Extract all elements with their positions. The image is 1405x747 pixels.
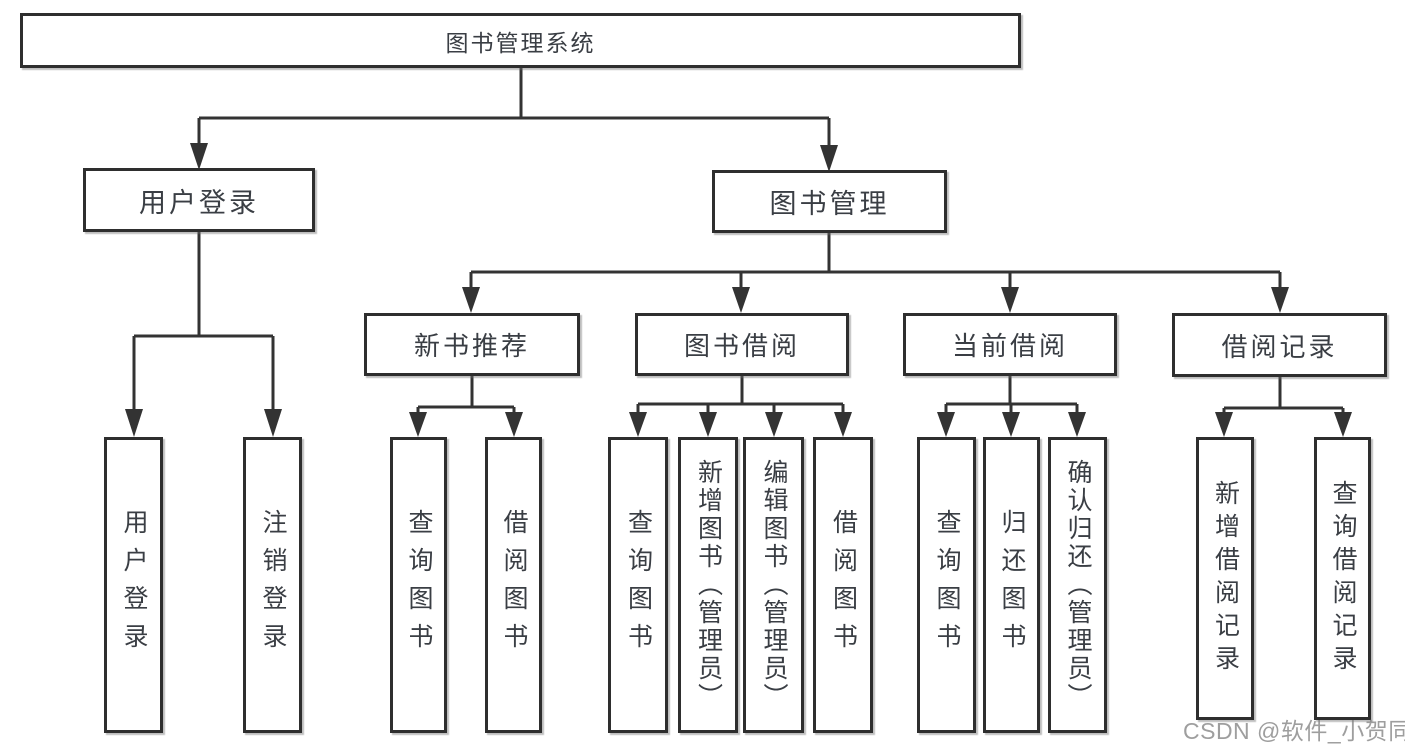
node-label: 借阅图书 <box>829 509 858 661</box>
node-label: 新增图书（管理员） <box>694 459 723 711</box>
arrowheads-level3 <box>462 287 1289 313</box>
node-leaf-user-login: 用户登录 <box>104 437 163 733</box>
node-label: 当前借阅 <box>951 331 1068 361</box>
node-user-login: 用户登录 <box>83 168 315 232</box>
connector-user-login-children <box>132 232 275 412</box>
node-label: 查询借阅记录 <box>1329 479 1357 678</box>
arrowheads-user-login-children <box>125 409 282 437</box>
node-label: 归还图书 <box>998 509 1026 661</box>
node-label: 图书管理系统 <box>445 29 596 56</box>
node-label: 编辑图书（管理员） <box>760 459 788 711</box>
node-leaf-borrow-books-1: 借阅图书 <box>485 437 542 733</box>
connector-new-book-children <box>416 376 516 414</box>
node-label: 查询图书 <box>405 509 433 661</box>
node-borrowing-records: 借阅记录 <box>1172 313 1387 377</box>
node-label: 新增借阅记录 <box>1211 479 1240 678</box>
node-label: 图书借阅 <box>683 331 800 361</box>
connector-root-to-level2 <box>197 68 831 148</box>
node-label: 查询图书 <box>933 509 961 661</box>
node-label: 借阅图书 <box>500 509 528 661</box>
node-leaf-confirm-return-admin: 确认归还（管理员） <box>1048 437 1107 733</box>
node-label: 用户登录 <box>120 509 148 661</box>
node-library-management-system: 图书管理系统 <box>20 13 1021 68</box>
node-leaf-logout: 注销登录 <box>243 437 302 733</box>
node-label: 查询图书 <box>624 509 653 661</box>
arrowheads-level4 <box>409 412 1352 437</box>
node-leaf-add-book-admin: 新增图书（管理员） <box>678 437 738 733</box>
node-label: 图书管理 <box>769 189 890 219</box>
node-label: 用户登录 <box>139 187 259 218</box>
node-current-borrowing: 当前借阅 <box>903 313 1117 376</box>
node-leaf-borrow-books-2: 借阅图书 <box>813 437 873 733</box>
node-label: 确认归还（管理员） <box>1064 459 1092 711</box>
node-new-book-recommendation: 新书推荐 <box>364 313 580 376</box>
connector-book-borrow-children <box>636 376 845 414</box>
csdn-watermark: CSDN @软件_小贺同学 <box>1183 718 1405 744</box>
node-leaf-query-borrow-record: 查询借阅记录 <box>1314 437 1371 720</box>
connector-book-management-children <box>469 233 1282 290</box>
node-label: 借阅记录 <box>1221 331 1338 362</box>
node-leaf-edit-book-admin: 编辑图书（管理员） <box>743 437 804 733</box>
connector-borrow-record-children <box>1222 376 1345 414</box>
node-leaf-query-books-2: 查询图书 <box>608 437 668 733</box>
node-leaf-query-books-3: 查询图书 <box>917 437 976 733</box>
node-label: 注销登录 <box>259 509 287 661</box>
node-leaf-add-borrow-record: 新增借阅记录 <box>1196 437 1254 720</box>
node-leaf-query-books-1: 查询图书 <box>390 437 447 733</box>
node-label: 新书推荐 <box>413 331 530 361</box>
node-book-management: 图书管理 <box>712 170 947 233</box>
node-leaf-return-books: 归还图书 <box>983 437 1040 733</box>
connector-current-borrow-children <box>944 376 1079 414</box>
node-book-borrowing: 图书借阅 <box>635 313 849 376</box>
